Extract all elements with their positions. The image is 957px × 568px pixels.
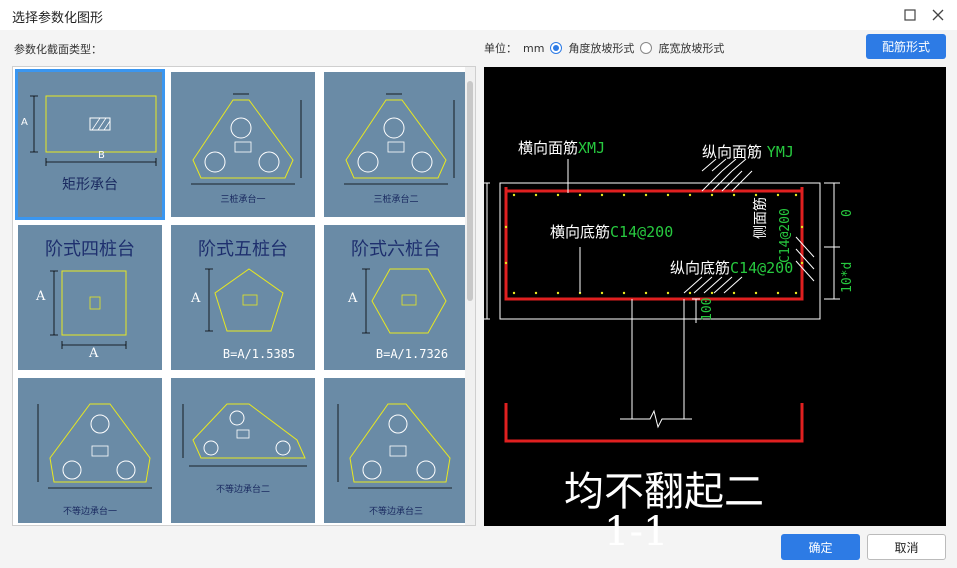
window-title: 选择参数化图形: [12, 11, 104, 26]
tile-caption: 不等边承台二: [215, 485, 270, 495]
rect-dim-a: A: [21, 117, 28, 128]
tile-caption: 矩形承台: [62, 177, 118, 193]
tile-rect-cap[interactable]: A B 矩形承台: [15, 69, 165, 220]
tile-title: 阶式四桩台: [45, 239, 135, 260]
stepped-four-pile-drawing: [50, 270, 127, 349]
maximize-button[interactable]: [899, 4, 921, 26]
tile-three-pile-cap-1[interactable]: 三桩承台一: [171, 72, 315, 217]
tile-caption: 不等边承台一: [62, 507, 117, 517]
three-pile-cap-2-drawing: [344, 93, 455, 185]
maximize-icon: [904, 9, 916, 21]
top-transverse-label: 横向面筋XMJ: [518, 139, 606, 157]
four-pile-dim-a: A: [36, 289, 46, 304]
tile-unequal-cap-2[interactable]: 不等边承台二: [171, 378, 315, 523]
six-pile-dim-a: A: [348, 291, 358, 306]
cancel-button[interactable]: 取消: [867, 534, 946, 560]
rebar-form-button[interactable]: 配筋形式: [866, 34, 946, 59]
tile-unequal-cap-3[interactable]: 不等边承台三: [324, 378, 468, 523]
top-longitudinal-code: YMJ: [766, 143, 794, 161]
side-rebar-code: C14@200: [778, 208, 793, 263]
dim-bottom: 100: [700, 297, 715, 321]
bottom-transverse-code: C14@200: [610, 223, 674, 241]
dim-top: 0: [840, 209, 855, 217]
section-preview: 横向面筋XMJ 纵向面筋 YMJ 横向底筋C14@200 纵向底筋C14@200…: [484, 67, 946, 555]
five-pile-dim-a: A: [191, 291, 201, 306]
bottom-rebar-dots: [512, 291, 798, 295]
tile-title: 阶式五桩台: [198, 239, 288, 260]
tile-title: 阶式六桩台: [351, 239, 441, 260]
width-slope-radio[interactable]: [640, 42, 653, 54]
ok-button[interactable]: 确定: [781, 534, 860, 560]
gallery-scrollbar[interactable]: [465, 67, 475, 525]
tile-unequal-cap-1[interactable]: 不等边承台一: [18, 378, 162, 523]
five-pile-formula: B=A/1.5385: [222, 347, 296, 361]
section-cut-label: 1-1: [604, 509, 669, 555]
tile-stepped-four-pile[interactable]: 阶式四桩台 A A: [18, 225, 162, 370]
close-icon: [932, 9, 944, 21]
top-rebar-dots: [512, 193, 798, 197]
side-rebar-label: 侧面筋: [753, 197, 769, 239]
unit-value: mm: [523, 41, 545, 55]
angle-slope-label[interactable]: 角度放坡形式: [568, 42, 635, 55]
stepped-five-pile-drawing: [205, 268, 284, 332]
bottom-longitudinal-code: C14@200: [730, 259, 794, 277]
top-longitudinal-label: 纵向面筋 YMJ: [702, 143, 794, 161]
tile-caption: 三桩承台二: [373, 195, 419, 205]
tile-caption: 三桩承台一: [220, 195, 266, 205]
stepped-six-pile-drawing: [362, 268, 447, 334]
tile-stepped-six-pile[interactable]: 阶式六桩台 A B=A/1.7326: [324, 225, 468, 370]
bottom-transverse-label: 横向底筋C14@200: [550, 223, 674, 241]
gallery-scroll-thumb[interactable]: [467, 81, 473, 301]
shape-gallery[interactable]: A B 矩形承台 三桩承台一 三桩承台二: [12, 66, 476, 526]
angle-slope-radio[interactable]: [550, 42, 563, 54]
section-type-label: 参数化截面类型：: [14, 43, 102, 56]
unit-row: 单位： mm 角度放坡形式 底宽放坡形式: [484, 40, 724, 56]
unequal-cap-2-drawing: [182, 403, 307, 467]
tile-three-pile-cap-2[interactable]: 三桩承台二: [324, 72, 468, 217]
dim-side: 10*d: [840, 261, 855, 293]
four-pile-dim-b: A: [89, 346, 99, 361]
rect-dim-b: B: [98, 150, 105, 161]
unequal-cap-3-drawing: [337, 403, 452, 489]
side-rebar-dots: [504, 225, 804, 265]
tile-caption: 不等边承台三: [368, 507, 423, 517]
six-pile-formula: B=A/1.7326: [375, 347, 449, 361]
section-note: 均不翻起二: [564, 469, 764, 515]
tile-stepped-five-pile[interactable]: 阶式五桩台 A B=A/1.5385: [171, 225, 315, 370]
unit-label: 单位：: [484, 42, 517, 55]
rect-cap-drawing: [30, 95, 157, 166]
title-bar: 选择参数化图形: [0, 0, 957, 30]
close-button[interactable]: [927, 4, 949, 26]
top-transverse-code: XMJ: [578, 139, 606, 157]
bottom-longitudinal-label: 纵向底筋C14@200: [670, 259, 794, 277]
width-slope-label[interactable]: 底宽放坡形式: [658, 42, 725, 55]
three-pile-cap-1-drawing: [191, 93, 302, 185]
unequal-cap-1-drawing: [37, 403, 152, 489]
preview-drawing: [484, 158, 840, 443]
